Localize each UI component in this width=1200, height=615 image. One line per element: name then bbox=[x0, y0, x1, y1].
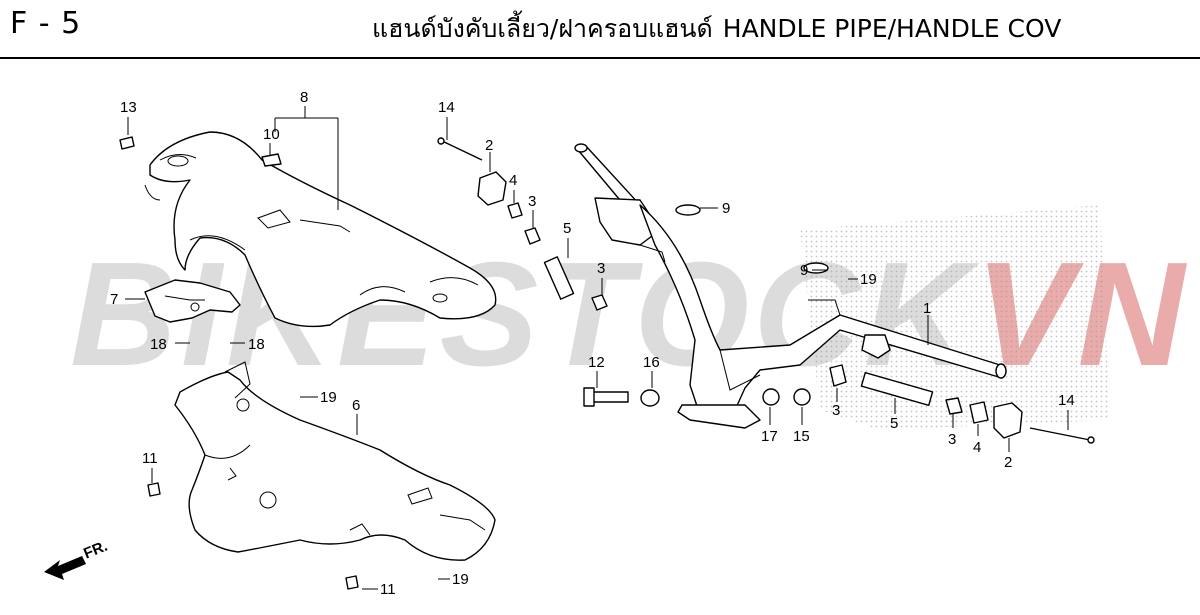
callout-4-left: 4 bbox=[509, 172, 517, 189]
callout-14-left: 14 bbox=[438, 99, 455, 116]
header-divider bbox=[0, 57, 1200, 59]
callout-10: 10 bbox=[263, 126, 280, 143]
callout-3-upper: 3 bbox=[528, 193, 536, 210]
bar-end-right-parts bbox=[829, 364, 1095, 444]
callout-18-left: 18 bbox=[150, 336, 167, 353]
callout-16: 16 bbox=[643, 354, 660, 371]
callout-labels: 13 8 10 14 2 4 3 5 3 9 9 19 7 18 18 1 12… bbox=[110, 89, 1075, 598]
callout-1: 1 bbox=[923, 300, 931, 317]
section-title: แฮนด์บังคับเลี้ยว/ฝาครอบแฮนด์ HANDLE PIPE… bbox=[372, 9, 1061, 49]
small-hardware-parts bbox=[119, 136, 829, 590]
callout-19-upper: 19 bbox=[860, 271, 877, 288]
callout-19-bottom: 19 bbox=[452, 571, 469, 588]
callout-5-right: 5 bbox=[890, 415, 898, 432]
callout-19-mid: 19 bbox=[320, 389, 337, 406]
title-thai: แฮนด์บังคับเลี้ยว/ฝาครอบแฮนด์ bbox=[372, 14, 713, 43]
parts-diagram: FR. 13 8 10 14 2 4 3 5 3 9 9 19 7 18 18 … bbox=[44, 89, 1110, 598]
callout-3-right-a: 3 bbox=[832, 402, 840, 419]
callout-11-left: 11 bbox=[142, 450, 158, 467]
callout-4-right: 4 bbox=[973, 439, 981, 456]
handle-pipe-part bbox=[574, 143, 1007, 429]
bar-end-left-parts bbox=[437, 137, 608, 311]
clip-part-10 bbox=[261, 153, 282, 167]
upper-handle-cover-part bbox=[144, 131, 497, 328]
front-arrow-icon bbox=[44, 556, 86, 580]
callout-9-upper: 9 bbox=[722, 200, 730, 217]
callout-14-right: 14 bbox=[1058, 392, 1075, 409]
callout-13: 13 bbox=[120, 99, 137, 116]
callout-17: 17 bbox=[761, 428, 778, 445]
watermark-dot-texture bbox=[800, 205, 1110, 430]
front-direction-marker: FR. bbox=[44, 538, 110, 580]
leader-lines bbox=[125, 106, 1069, 590]
callout-3-right-b: 3 bbox=[948, 431, 956, 448]
bracket-part-7 bbox=[144, 279, 241, 323]
callout-9-lower: 9 bbox=[800, 262, 808, 279]
callout-12: 12 bbox=[588, 354, 605, 371]
callout-7: 7 bbox=[110, 291, 118, 308]
page-header: F - 5 แฮนด์บังคับเลี้ยว/ฝาครอบแฮนด์ HANDL… bbox=[0, 0, 1200, 59]
callout-3-mid: 3 bbox=[597, 260, 605, 277]
callout-15: 15 bbox=[793, 428, 810, 445]
callout-2-left: 2 bbox=[485, 137, 493, 154]
front-label: FR. bbox=[81, 538, 110, 563]
callout-6: 6 bbox=[352, 397, 360, 414]
callout-5-left: 5 bbox=[563, 220, 571, 237]
callout-18-right: 18 bbox=[248, 336, 265, 353]
callout-2-right: 2 bbox=[1004, 454, 1012, 471]
section-code: F - 5 bbox=[10, 6, 82, 41]
title-english: HANDLE PIPE/HANDLE COV bbox=[722, 14, 1062, 43]
callout-8: 8 bbox=[300, 89, 308, 106]
callout-11-bottom: 11 bbox=[380, 581, 396, 598]
lower-handle-cover-part bbox=[174, 361, 496, 561]
